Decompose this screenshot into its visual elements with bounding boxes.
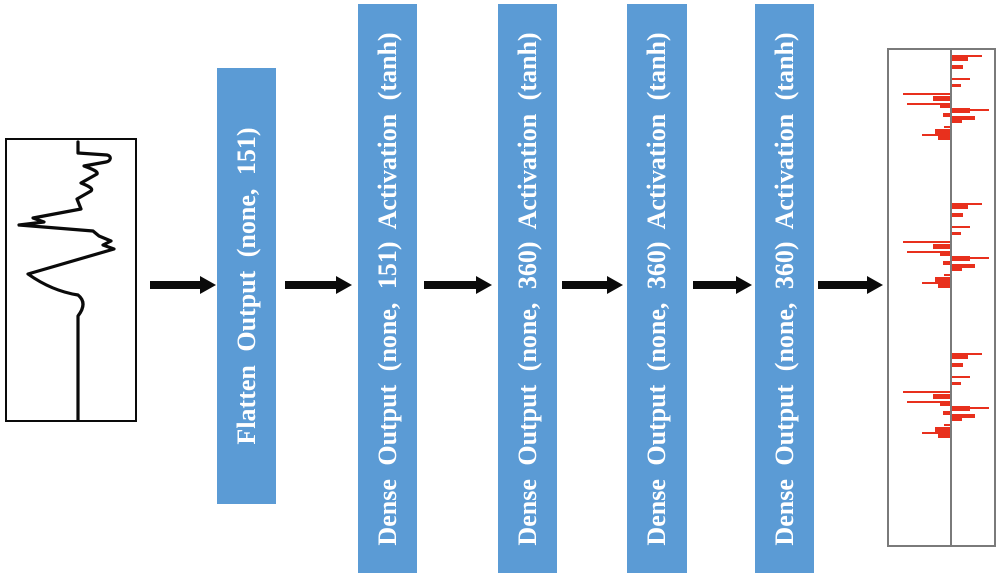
output-spike-bar [907, 251, 950, 253]
output-spike-bar [940, 105, 950, 108]
output-spike-bar [933, 96, 950, 101]
arrow-head-icon [476, 276, 492, 294]
layer-dense-3: Dense Output (none, 360) Activation (tan… [627, 4, 687, 573]
output-spike-bar [952, 418, 962, 421]
output-spike-bar [933, 394, 950, 399]
output-spike-bar [952, 353, 982, 355]
output-spike-bar [944, 126, 950, 128]
output-spike-bar [907, 103, 950, 105]
arrow-shaft [562, 281, 609, 289]
output-spike-bar [922, 134, 950, 136]
output-spike-bar [940, 253, 950, 256]
output-spike-bar [952, 363, 963, 367]
arrow-head-icon [200, 276, 216, 294]
flow-arrow-4 [562, 276, 623, 294]
arrow-shaft [693, 281, 738, 289]
input-spectrum-box [5, 138, 137, 422]
output-spike-bar [935, 277, 950, 282]
output-spike-bar [952, 120, 962, 123]
arrow-shaft [285, 281, 338, 289]
output-spike-bar [940, 403, 950, 406]
output-spike-bar [933, 244, 950, 249]
output-spike-bar [944, 424, 950, 426]
output-spike-bar [903, 241, 950, 243]
output-spike-bar [935, 129, 950, 134]
input-spectrum-plot [17, 140, 116, 420]
output-spike-bar [922, 282, 950, 284]
output-spike-bar [907, 401, 950, 403]
output-spike-bar [903, 93, 950, 95]
flow-arrow-6 [818, 276, 883, 294]
output-spike-bar [935, 427, 950, 432]
output-spike-bar [952, 109, 989, 111]
output-spike-bar [952, 116, 975, 120]
layer-dense-1-label: Dense Output (none, 151) Activation (tan… [372, 31, 402, 546]
output-spike-bar [903, 391, 950, 393]
output-spike-bar [952, 78, 970, 80]
output-spike-bar [952, 226, 970, 228]
output-spike-bar [952, 55, 982, 57]
flow-arrow-5 [693, 276, 752, 294]
arrow-head-icon [867, 276, 883, 294]
arrow-head-icon [736, 276, 752, 294]
output-spike-bar [952, 213, 963, 217]
output-spike-bar [952, 382, 961, 385]
output-spike-bar [952, 264, 975, 268]
output-spike-bar [938, 434, 950, 438]
output-spike-bar [952, 84, 961, 87]
arrow-shaft [150, 281, 202, 289]
input-spectrum-curve [17, 140, 116, 420]
arrow-shaft [818, 281, 869, 289]
layer-flatten-label: Flatten Output (none, 151) [231, 127, 261, 445]
output-spike-bar [952, 203, 982, 205]
layer-dense-4: Dense Output (none, 360) Activation (tan… [755, 4, 814, 573]
layer-dense-1: Dense Output (none, 151) Activation (tan… [358, 4, 417, 573]
arrow-head-icon [336, 276, 352, 294]
output-spike-bar [952, 268, 962, 271]
output-spike-bar [952, 232, 961, 235]
output-spike-bar [944, 274, 950, 276]
flow-arrow-2 [285, 276, 352, 294]
flow-arrow-3 [424, 276, 492, 294]
output-spike-bar [938, 136, 950, 140]
output-spike-bar [952, 257, 989, 259]
output-spike-bar [952, 57, 968, 61]
output-spikes-box [887, 48, 996, 547]
output-spike-bar [952, 407, 989, 409]
layer-dense-2: Dense Output (none, 360) Activation (tan… [498, 4, 557, 573]
output-spike-bar [943, 261, 950, 265]
arrow-shaft [424, 281, 478, 289]
flow-arrow-1 [150, 276, 216, 294]
output-spike-bar [922, 432, 950, 434]
output-spike-bar [952, 355, 968, 359]
output-spike-bar [938, 284, 950, 288]
layer-flatten: Flatten Output (none, 151) [217, 68, 276, 504]
output-spike-bar [952, 376, 970, 378]
layer-dense-4-label: Dense Output (none, 360) Activation (tan… [769, 31, 799, 546]
output-spike-bar [952, 414, 975, 418]
output-spike-bar [952, 205, 968, 209]
layer-dense-3-label: Dense Output (none, 360) Activation (tan… [642, 31, 671, 546]
arrow-head-icon [607, 276, 623, 294]
output-spike-bar [952, 65, 963, 69]
output-axis-line [950, 50, 952, 545]
output-spike-bar [943, 113, 950, 117]
output-spike-bar [943, 411, 950, 415]
layer-dense-2-label: Dense Output (none, 360) Activation (tan… [512, 31, 542, 546]
